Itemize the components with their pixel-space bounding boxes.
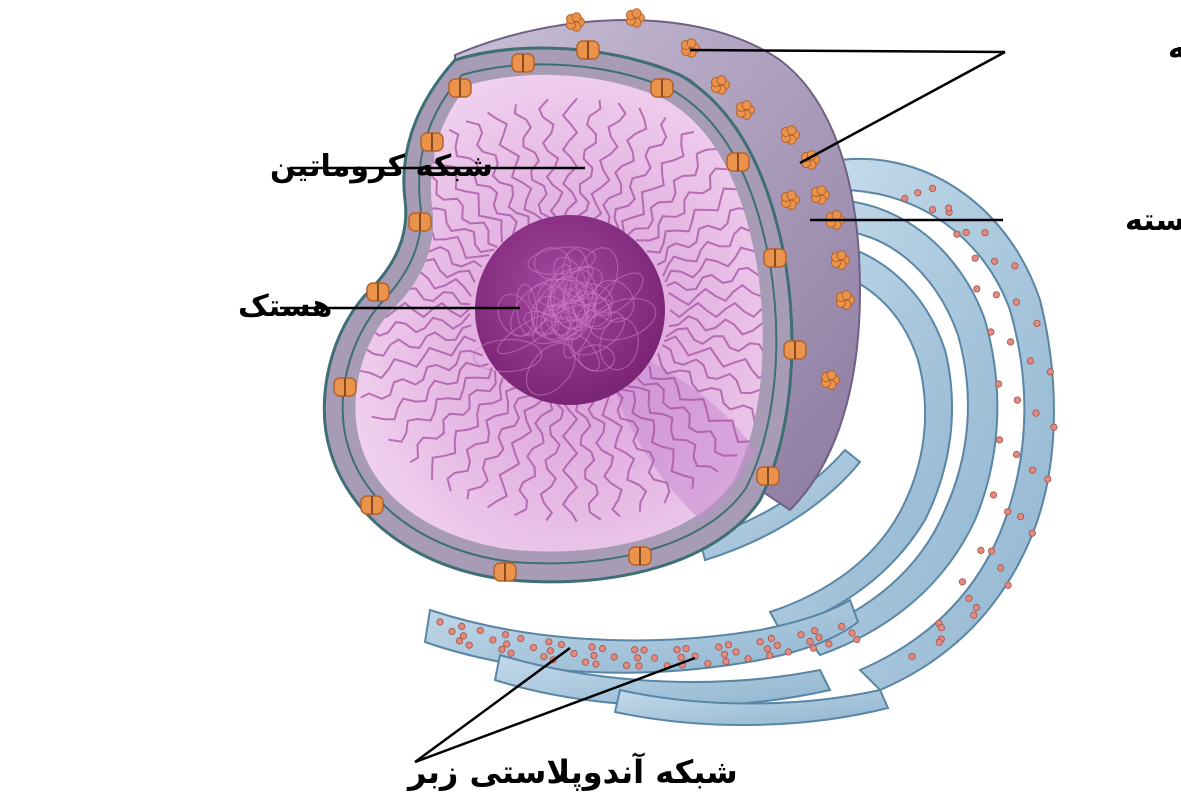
leader-er-1	[415, 648, 570, 762]
leader-pores-2	[800, 52, 1005, 163]
nucleolus	[475, 215, 665, 405]
label-chromatin: شبکه کروماتین	[270, 149, 493, 184]
nuclear-pore-icon	[784, 341, 806, 359]
nuclear-pore-icon	[764, 249, 786, 267]
nuclear-pore-icon	[512, 54, 534, 72]
nuclear-pore-icon	[494, 563, 516, 581]
nuclear-pore-icon	[651, 79, 673, 97]
nuclear-pore-icon	[727, 153, 749, 171]
nuclear-pore-icon	[334, 378, 356, 396]
nuclear-pore-icon	[629, 547, 651, 565]
nuclear-pore-icon	[367, 283, 389, 301]
label-nuclear-pores: منافذ هسته	[1168, 31, 1181, 66]
nuclear-pore-icon	[361, 496, 383, 514]
label-nucleus: هسته	[1125, 203, 1181, 238]
nuclear-pore-icon	[757, 467, 779, 485]
nuclear-pore-icon	[409, 213, 431, 231]
label-nucleolus: هستک	[238, 289, 332, 324]
label-rough-er: شبکه آندوپلاستی زبر	[406, 752, 738, 791]
nuclear-pore-icon	[449, 79, 471, 97]
nuclear-pore-icon	[577, 41, 599, 59]
